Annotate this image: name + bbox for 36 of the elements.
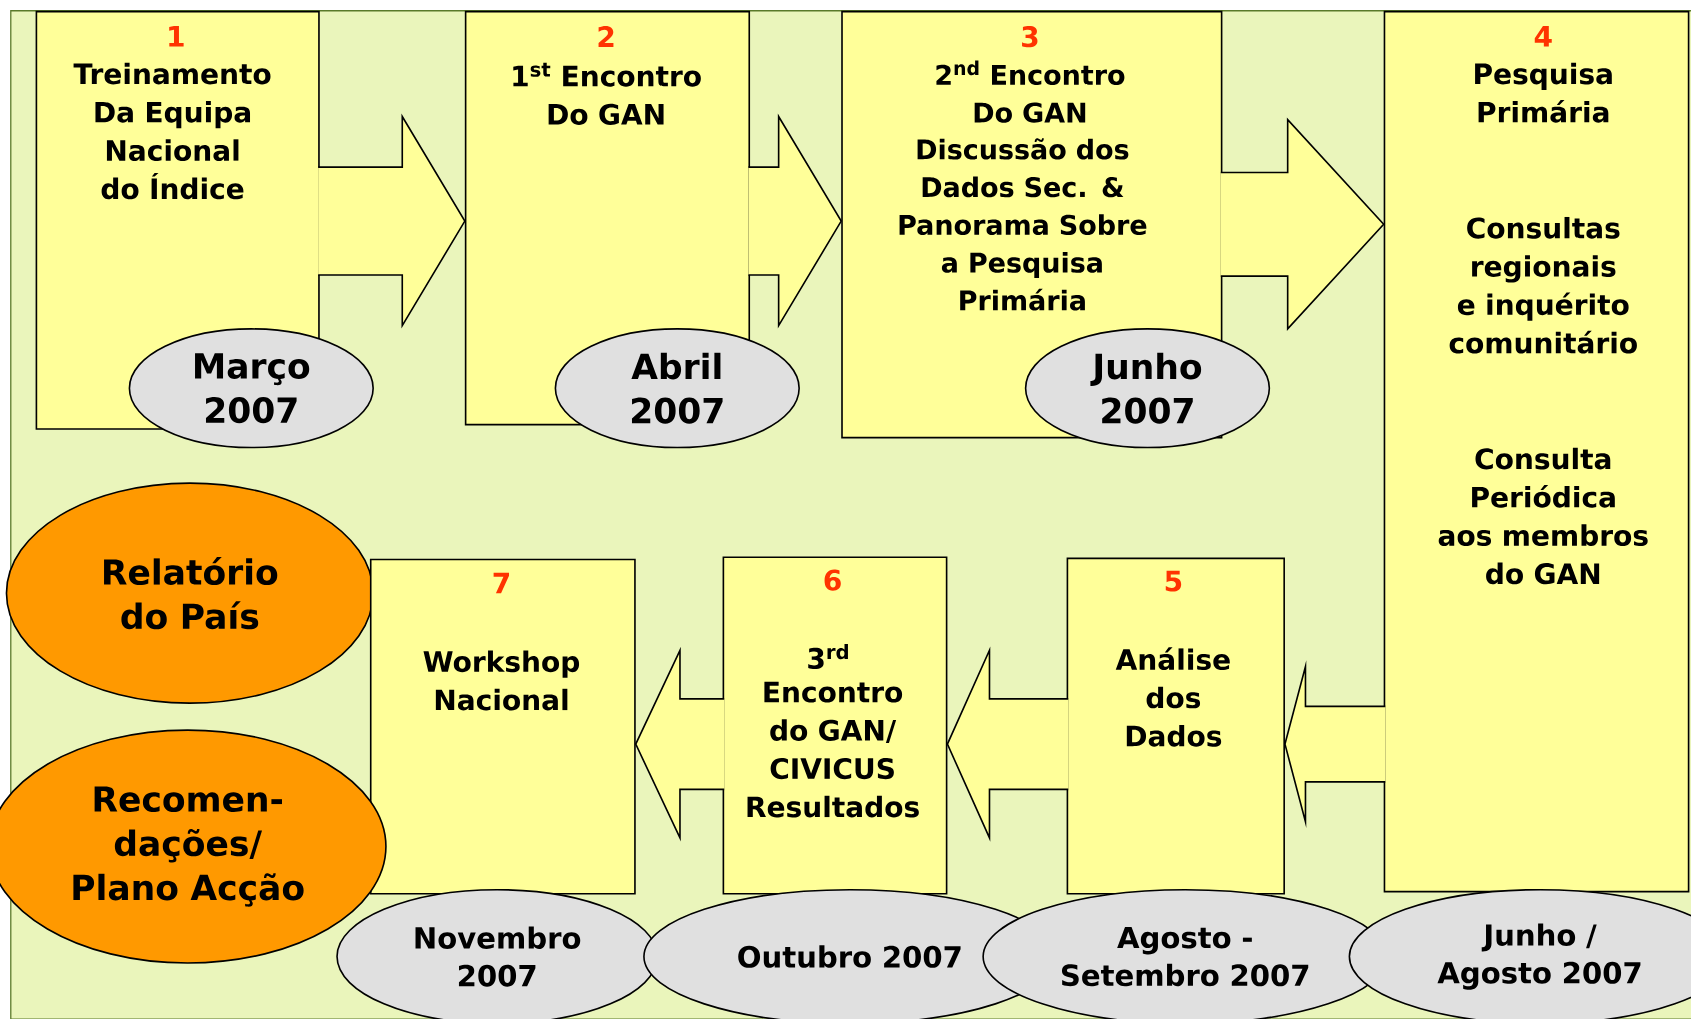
step-number: 3 — [1022, 26, 1038, 48]
process-box — [1066, 557, 1285, 895]
step-text: Consulta Periódica aos membros do GAN — [1438, 447, 1648, 585]
step-text: Análise dos Dados — [1115, 647, 1230, 747]
step-text: Consultas regionais e inquérito comunitário — [1449, 216, 1637, 354]
block-arrow — [317, 113, 466, 329]
process-box — [841, 10, 1223, 439]
step-number: 1 — [169, 26, 184, 47]
process-box — [369, 558, 636, 895]
step-text: Discussão dos Dados Sec. & Panorama Sobre a Pesquisa Primária — [899, 138, 1147, 311]
step-text: Encontro do GAN/ CIVICUS Resultados — [747, 681, 919, 818]
step-number: 4 — [1534, 26, 1552, 47]
date-oval: Abril 2007 — [554, 328, 800, 449]
step-text: 3$^{rd}$ — [808, 644, 848, 669]
date-oval: Junho 2007 — [1024, 328, 1271, 449]
block-arrow — [1220, 117, 1385, 331]
block-arrow — [946, 646, 1069, 842]
date-oval: Março 2007 — [128, 328, 374, 449]
process-box — [722, 556, 948, 895]
node-label: Agosto - Setembro 2007 — [1061, 926, 1309, 987]
step-number: 5 — [1165, 570, 1182, 592]
date-oval: Junho / Agosto 2007 — [1348, 888, 1691, 1019]
step-number: 2 — [598, 26, 614, 47]
step-number: 6 — [824, 569, 841, 591]
block-arrow — [634, 646, 725, 842]
step-text: Workshop Nacional — [423, 650, 580, 711]
process-box — [1383, 10, 1690, 893]
step-number: 7 — [493, 572, 509, 594]
step-text: 1$^{st}$ Encontro Do GAN — [513, 62, 701, 125]
step-text: 2$^{nd}$ Encontro Do GAN — [936, 60, 1125, 123]
output-oval: Relatório do País — [5, 482, 374, 704]
step-text: Pesquisa Primária — [1475, 62, 1612, 123]
block-arrow — [747, 113, 843, 329]
step-text: Treinamento Da Equipa Nacional do Índice — [73, 62, 271, 200]
node-label: Outubro 2007 — [738, 945, 961, 968]
block-arrow — [1284, 660, 1387, 828]
